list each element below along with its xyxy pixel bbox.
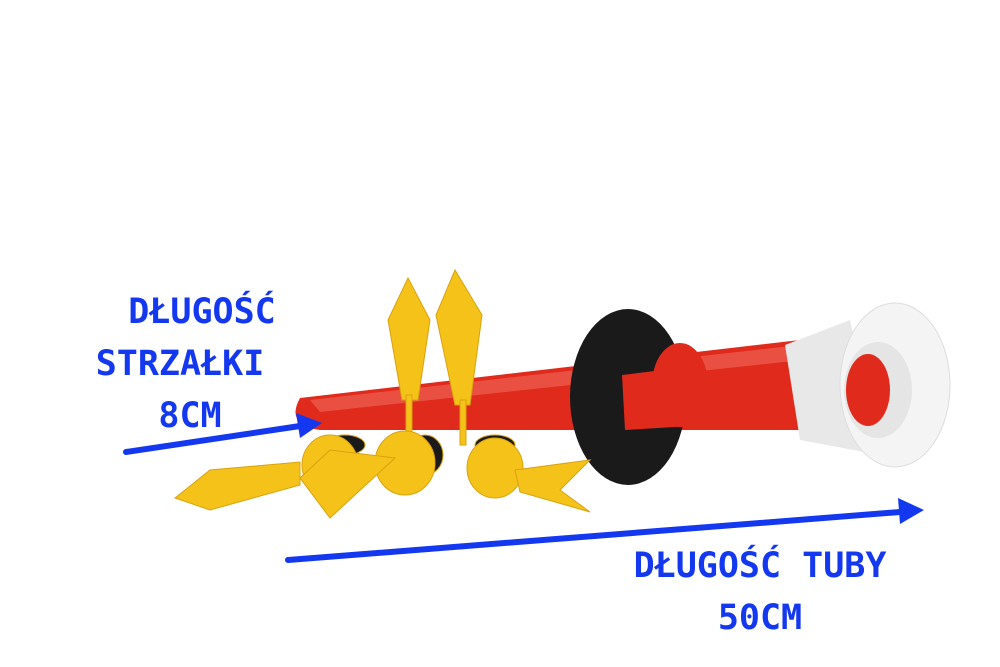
arrow-length-indicator [123,413,322,455]
tube-length-label: DŁUGOŚĆ TUBY 50CM [620,540,900,644]
launcher-base [570,309,708,485]
arrow-label-line1: DŁUGOŚĆ [128,292,276,332]
arrow-length-label: DŁUGOŚĆ STRZAŁKI 8CM [80,286,280,442]
arrow-label-line2: STRZAŁKI [95,344,265,384]
tube-label-line1: DŁUGOŚĆ TUBY [633,546,887,586]
launcher-cup [785,302,951,468]
tube-label-line2: 50CM [717,598,803,638]
tube-length-indicator [285,498,924,563]
launcher-tube [295,340,810,430]
arrow-label-line3: 8CM [158,396,222,436]
foam-darts [173,268,592,519]
